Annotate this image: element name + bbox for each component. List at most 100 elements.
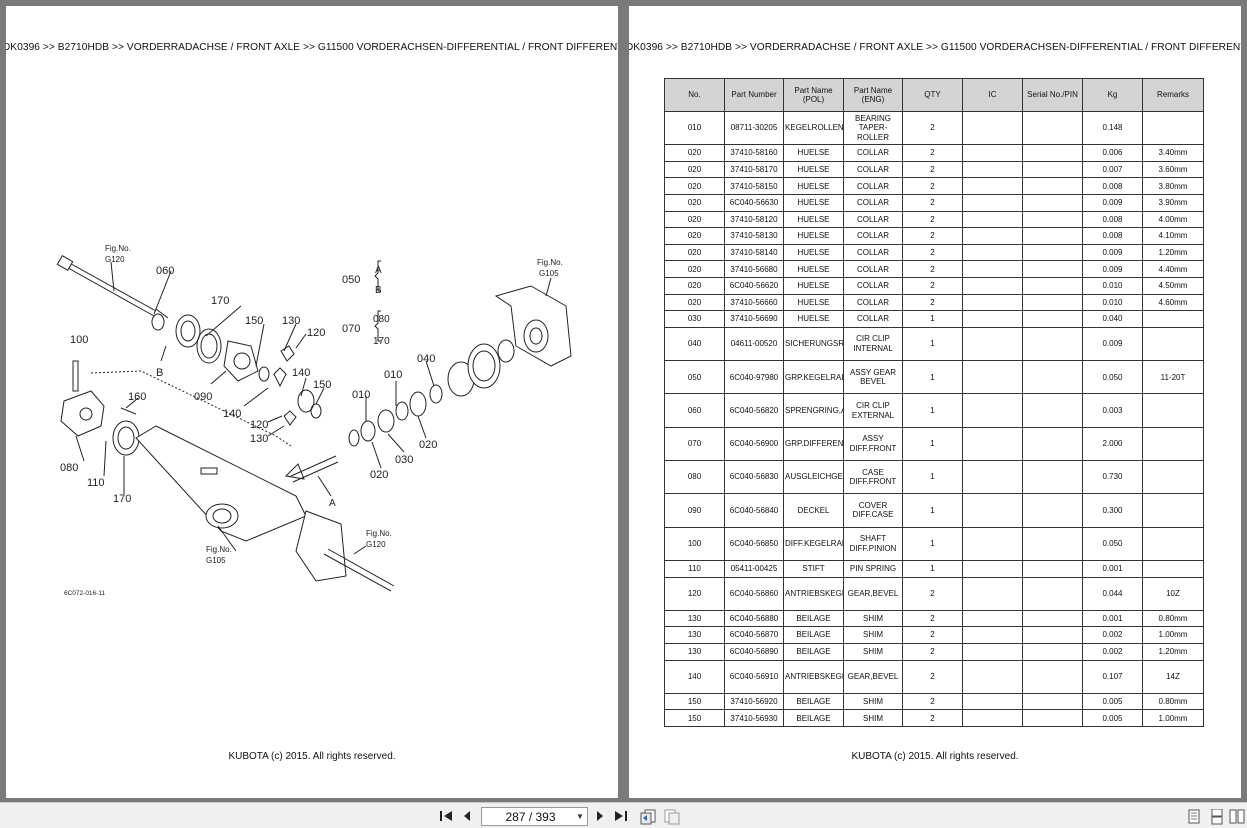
cell-serial	[1022, 576, 1083, 611]
cell-kg: 0.300	[1082, 493, 1143, 528]
callout: 160	[128, 391, 146, 403]
last-page-icon[interactable]	[613, 808, 629, 824]
cell-serial	[1022, 559, 1083, 578]
left-page: IDK0396 >> B2710HDB >> VORDERRADACHSE / …	[6, 6, 618, 798]
cell-part-name-eng: CIR CLIP INTERNAL	[843, 326, 903, 362]
callout: A	[375, 265, 382, 276]
cell-no: 080	[664, 460, 725, 495]
view-previous-icon[interactable]	[640, 808, 656, 825]
cell-part-name-pol: GRP.DIFFERENTIAL	[783, 426, 844, 462]
cell-part-name-eng: PIN SPRING	[843, 559, 903, 578]
facing-pages-icon[interactable]	[1229, 808, 1245, 825]
fig-ref-code: G120	[105, 255, 125, 264]
cell-qty: 2	[902, 277, 963, 295]
page-number-select[interactable]: 287 / 393 ▼	[481, 807, 588, 826]
cell-qty: 1	[902, 360, 963, 395]
cell-kg: 0.005	[1082, 692, 1143, 711]
first-page-icon[interactable]	[438, 808, 454, 824]
cell-part-name-pol: BEILAGE	[783, 709, 844, 728]
callout: 090	[194, 391, 212, 403]
cell-serial	[1022, 426, 1083, 462]
cell-remarks: 4.40mm	[1142, 260, 1204, 279]
cell-no: 020	[664, 177, 725, 196]
cell-remarks: 0.80mm	[1142, 609, 1204, 628]
cell-part-number: 04611-00520	[724, 326, 784, 362]
cell-ic	[962, 360, 1023, 395]
cell-qty: 2	[902, 194, 963, 212]
fig-ref-code: G105	[206, 556, 226, 565]
cell-part-number: 6C040-56850	[724, 526, 784, 561]
prev-page-icon[interactable]	[459, 808, 475, 824]
callout: 170	[373, 336, 390, 347]
cell-no: 020	[664, 160, 725, 179]
cell-kg: 0.050	[1082, 360, 1143, 395]
cell-part-name-pol: BEILAGE	[783, 692, 844, 711]
cell-ic	[962, 277, 1023, 295]
cell-remarks: 1.00mm	[1142, 626, 1204, 644]
column-header: Remarks	[1142, 78, 1204, 112]
cell-no: 020	[664, 194, 725, 212]
cell-part-name-eng: SHIM	[843, 609, 903, 628]
view-next-icon[interactable]	[664, 808, 680, 825]
column-header: No.	[664, 78, 725, 112]
cell-part-name-pol: HUELSE	[783, 293, 844, 312]
cell-kg: 0.008	[1082, 177, 1143, 196]
cell-kg: 0.009	[1082, 326, 1143, 362]
right-page: IDK0396 >> B2710HDB >> VORDERRADACHSE / …	[629, 6, 1241, 798]
callout: 010	[352, 389, 370, 401]
cell-no: 020	[664, 210, 725, 229]
cell-no: 010	[664, 110, 725, 146]
cell-part-name-eng: COLLAR	[843, 243, 903, 262]
cell-kg: 0.040	[1082, 310, 1143, 328]
cell-qty: 2	[902, 227, 963, 245]
cell-serial	[1022, 177, 1083, 196]
single-page-icon[interactable]	[1186, 808, 1202, 825]
cell-part-name-eng: COLLAR	[843, 260, 903, 279]
cell-part-name-pol: SICHERUNGSRING,INNEN	[783, 326, 844, 362]
cell-serial	[1022, 160, 1083, 179]
cell-kg: 0.009	[1082, 243, 1143, 262]
cell-part-number: 6C040-56820	[724, 393, 784, 428]
cell-serial	[1022, 210, 1083, 229]
cell-no: 020	[664, 243, 725, 262]
cell-part-name-pol: HUELSE	[783, 210, 844, 229]
cell-no: 120	[664, 576, 725, 611]
cell-no: 040	[664, 326, 725, 362]
callout: 170	[113, 493, 131, 505]
cell-serial	[1022, 194, 1083, 212]
next-page-icon[interactable]	[592, 808, 608, 824]
cell-serial	[1022, 709, 1083, 728]
cell-serial	[1022, 326, 1083, 362]
cell-ic	[962, 310, 1023, 328]
continuous-page-icon[interactable]	[1209, 808, 1225, 825]
chevron-down-icon: ▼	[576, 812, 584, 821]
cell-qty: 2	[902, 293, 963, 312]
cell-kg: 0.003	[1082, 393, 1143, 428]
callout: 060	[156, 265, 174, 277]
cell-ic	[962, 194, 1023, 212]
cell-remarks	[1142, 559, 1204, 578]
cell-part-name-eng: ASSY GEAR BEVEL	[843, 360, 903, 395]
fig-ref-code: G120	[366, 540, 386, 549]
cell-qty: 2	[902, 210, 963, 229]
callout: 130	[282, 315, 300, 327]
cell-ic	[962, 243, 1023, 262]
cell-part-number: 37410-58130	[724, 227, 784, 245]
cell-no: 020	[664, 293, 725, 312]
cell-part-name-eng: ASSY DIFF.FRONT	[843, 426, 903, 462]
cell-part-name-pol: HUELSE	[783, 177, 844, 196]
cell-ic	[962, 642, 1023, 661]
cell-part-number: 37410-58120	[724, 210, 784, 229]
cell-part-number: 6C040-56620	[724, 277, 784, 295]
fig-ref-label: Fig.No.	[105, 244, 131, 253]
cell-qty: 2	[902, 243, 963, 262]
cell-qty: 2	[902, 177, 963, 196]
callout: 120	[250, 419, 268, 431]
callout: 130	[250, 433, 268, 445]
